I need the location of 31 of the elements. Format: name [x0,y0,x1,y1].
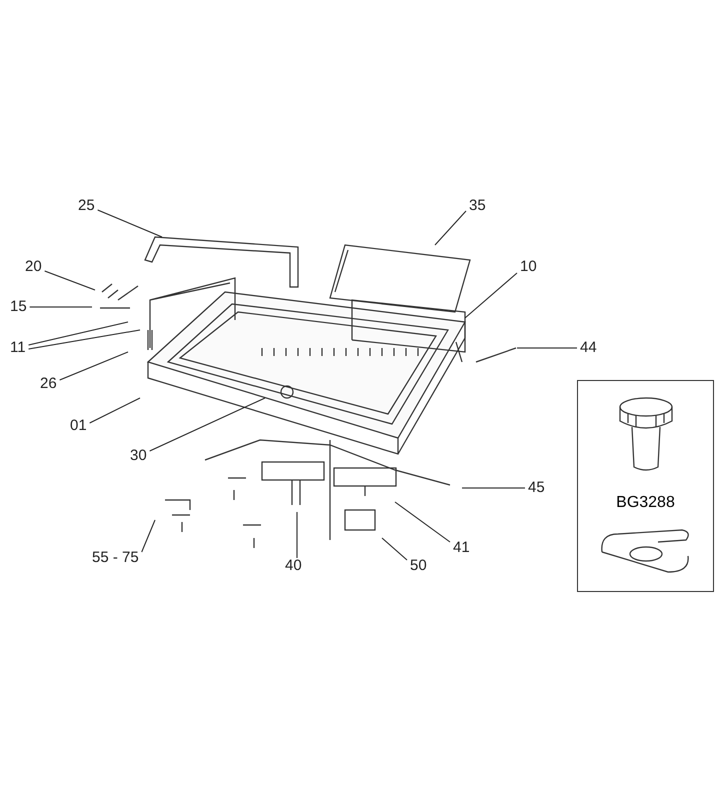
part-number: BG3288 [615,494,676,512]
callout-number: 01 [70,418,87,434]
callout-number: 40 [285,558,302,574]
leader-line [434,210,466,246]
callout-number: 25 [78,198,95,214]
callout-number: 11 [10,340,26,356]
leader-line [29,306,92,308]
callout-number: 15 [10,299,27,315]
leader-line [382,538,408,560]
callout-number: 35 [469,198,486,214]
leader-line [44,270,96,290]
callout-number: 55 - 75 [92,550,139,566]
inset-panel [577,380,714,592]
callout-number: 10 [520,259,537,275]
callout-number: 45 [528,480,545,496]
callout-number: 30 [130,448,147,464]
leader-line [28,322,128,346]
callout-number: 26 [40,376,57,392]
leader-line [149,398,266,452]
leader-line [394,502,450,542]
leader-line [59,352,128,380]
leader-line [28,330,140,350]
leader-line [296,512,298,558]
leader-line [89,398,140,424]
leader-line [97,210,162,238]
leader-line [464,272,518,318]
callout-number: 50 [410,558,427,574]
callout-number: 20 [25,259,42,275]
callout-number: 44 [580,340,597,356]
callout-number: 41 [453,540,470,556]
leader-line [141,520,156,552]
